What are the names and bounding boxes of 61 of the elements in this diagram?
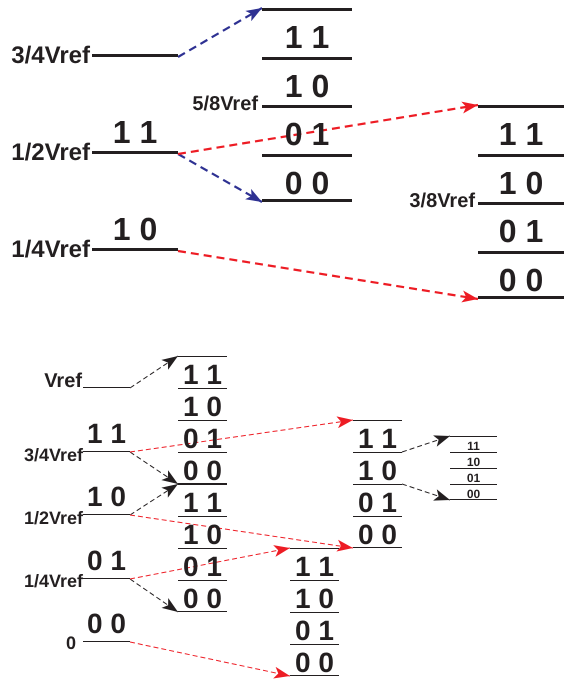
level-line [83,422,130,452]
dashed-arrow [402,484,450,501]
dashed-arrow [130,514,354,552]
code-cell: 0 0 [262,154,352,202]
voltage-label: 3/4Vref [24,446,83,464]
code-cell: 0 0 [353,516,402,548]
code-label: 1 0 [112,213,158,245]
code-cell: 1 1 [178,484,227,516]
code-cell: 0 0 [178,452,227,484]
code-stack [262,8,352,202]
code-label: 0 0 [86,610,127,638]
code-cell: 1 0 [290,580,339,612]
code-cell: 1 1 [262,8,352,56]
code-cell: 1 0 [178,388,227,420]
code-cell: 0 1 [478,202,564,250]
dashed-arrow [177,153,263,203]
code-cell: 0 0 [478,250,564,299]
code-cell: 1 1 [290,548,339,580]
code-cell: 1 0 [353,452,402,484]
code-cell: 1 0 [478,154,564,202]
dashed-arrow [130,356,178,388]
code-stack [478,105,564,299]
code-cell: 1 1 [178,356,227,388]
dashed-arrow [130,642,290,679]
code-stack [290,548,339,676]
code-cell: 1 0 [178,516,227,548]
code-cell: 0 1 [290,612,339,644]
dashed-arrow [402,435,450,452]
code-stack [450,436,497,500]
dashed-arrow [178,102,478,156]
voltage-label: 1/4Vref [24,572,83,590]
code-cell: 0 1 [353,484,402,516]
dashed-arrow [130,452,178,484]
dashed-arrow [177,7,263,58]
dashed-arrow [130,484,178,516]
voltage-label: Vref [44,371,82,391]
dashed-arrow [130,578,178,612]
level-line [83,612,130,642]
voltage-label: 0 [66,634,76,652]
code-cell: 10 [450,452,497,468]
dashed-arrow [178,250,478,302]
voltage-label: 3/4Vref [11,44,90,68]
voltage-label: 5/8Vref [192,94,258,114]
code-stack [353,420,402,548]
dashed-arrow [130,416,354,452]
code-cell: 11 [450,436,497,452]
code-label: 1 1 [112,116,158,148]
code-cell: 1 0 [262,56,352,105]
code-cell: 01 [450,468,497,484]
code-cell: 1 1 [478,105,564,154]
voltage-label: 1/4Vref [11,238,90,262]
code-label: 1 0 [86,483,127,511]
voltage-label: 1/2Vref [11,140,90,165]
code-cell: 1 1 [353,420,402,452]
code-cell: 0 0 [178,580,227,612]
code-cell: 0 0 [290,644,339,676]
voltage-label: 3/8Vref [409,191,475,211]
code-label: 0 1 [86,547,127,575]
voltage-label: 1/2Vref [24,509,83,528]
code-cell: 00 [450,484,497,500]
code-label: 1 1 [86,420,127,448]
